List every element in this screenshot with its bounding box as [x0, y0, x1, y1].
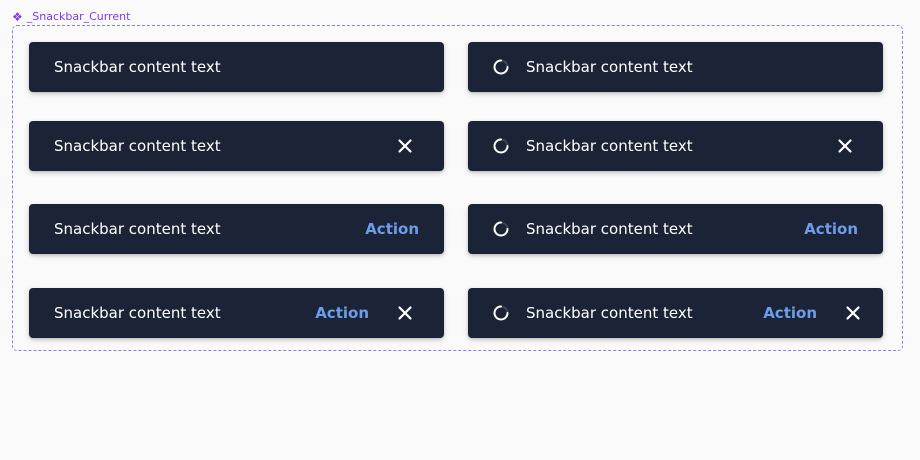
component-icon: ❖: [12, 10, 23, 24]
snackbar-loading-dismissible: Snackbar content text: [468, 121, 883, 171]
snackbar-content-text: Snackbar content text: [526, 137, 693, 155]
action-button[interactable]: Action: [804, 220, 858, 238]
snackbar-action: Snackbar content text Action: [29, 204, 444, 254]
snackbar-basic: Snackbar content text: [29, 42, 444, 92]
loading-spinner-icon: [493, 59, 509, 75]
loading-spinner-icon: [493, 221, 509, 237]
snackbar-dismissible: Snackbar content text: [29, 121, 444, 171]
snackbar-content-text: Snackbar content text: [54, 220, 221, 238]
snackbar-loading-action-dismissible: Snackbar content text Action: [468, 288, 883, 338]
loading-spinner-icon: [493, 305, 509, 321]
snackbar-content-text: Snackbar content text: [526, 304, 693, 322]
snackbar-frame: [12, 25, 903, 351]
snackbar-content-text: Snackbar content text: [54, 137, 221, 155]
action-button[interactable]: Action: [365, 220, 419, 238]
snackbar-action-dismissible: Snackbar content text Action: [29, 288, 444, 338]
loading-spinner-icon: [493, 138, 509, 154]
frame-label: ❖ _Snackbar_Current: [12, 9, 130, 25]
snackbar-content-text: Snackbar content text: [526, 220, 693, 238]
action-button[interactable]: Action: [763, 304, 817, 322]
close-icon[interactable]: [396, 304, 414, 322]
close-icon[interactable]: [844, 304, 862, 322]
snackbar-content-text: Snackbar content text: [54, 304, 221, 322]
close-icon[interactable]: [396, 137, 414, 155]
close-icon[interactable]: [836, 137, 854, 155]
action-button[interactable]: Action: [315, 304, 369, 322]
snackbar-content-text: Snackbar content text: [526, 58, 693, 76]
snackbar-loading-action: Snackbar content text Action: [468, 204, 883, 254]
snackbar-loading: Snackbar content text: [468, 42, 883, 92]
snackbar-content-text: Snackbar content text: [54, 58, 221, 76]
frame-title: _Snackbar_Current: [26, 10, 131, 23]
